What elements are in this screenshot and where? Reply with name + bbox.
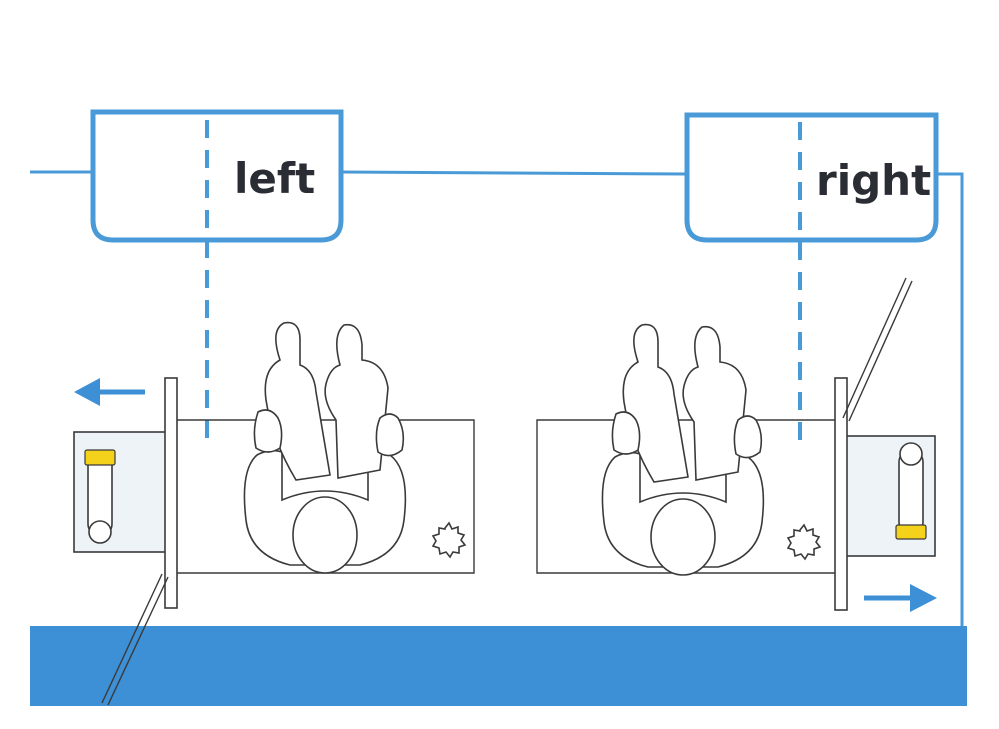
- connector-lines: [30, 170, 964, 628]
- right-label: right: [816, 156, 931, 205]
- left-scene: [73, 321, 475, 706]
- right-label-box: right: [684, 112, 939, 446]
- arrow-right-icon: [864, 584, 937, 612]
- arrow-left-icon: [74, 378, 145, 406]
- floor-band: [30, 626, 967, 706]
- left-door-swing: [101, 573, 169, 706]
- right-door-swing: [842, 277, 913, 422]
- right-door-panel: [834, 377, 848, 611]
- left-door-panel: [164, 377, 178, 609]
- left-label: left: [234, 154, 315, 203]
- right-scene: [536, 277, 936, 611]
- right-handle-icon: [895, 442, 927, 540]
- left-knob-icon: [431, 521, 467, 559]
- left-label-box: left: [90, 109, 344, 442]
- right-knob-icon: [786, 523, 822, 561]
- seated-person-icon: [601, 323, 765, 576]
- seated-person-icon: [243, 321, 407, 574]
- left-handle-icon: [84, 449, 116, 544]
